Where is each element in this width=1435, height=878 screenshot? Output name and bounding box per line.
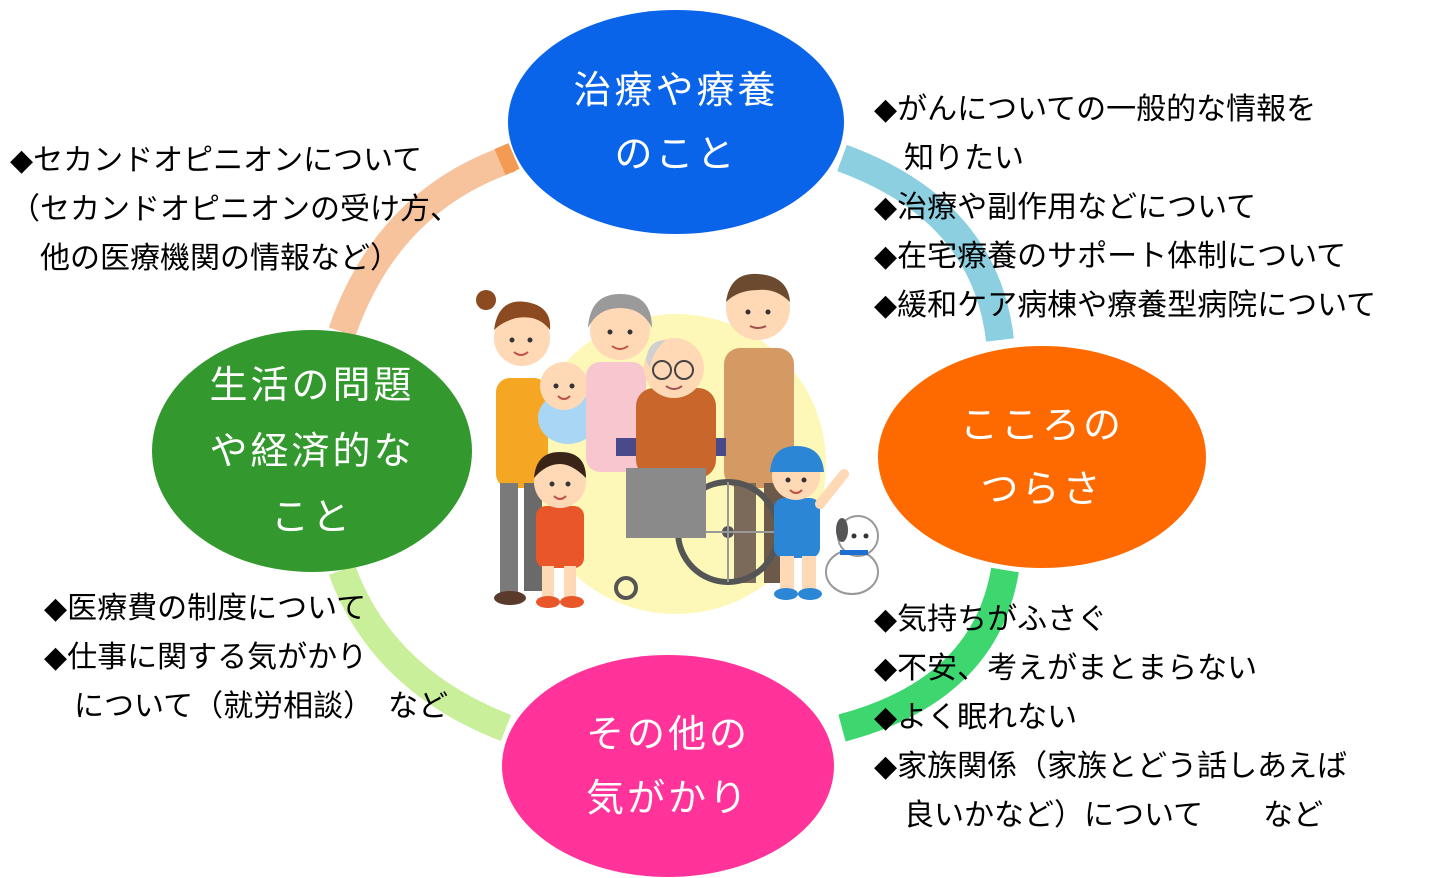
arc-bottom-left xyxy=(328,565,512,742)
note-line: ◆家族関係（家族とどう話しあえば xyxy=(874,749,1348,784)
note-line: 他の医療機関の情報など） xyxy=(10,241,400,276)
node-treatment-line-1: 治療や療養 xyxy=(573,68,779,112)
note-line: ◆不安、考えがまとまらない xyxy=(874,651,1258,686)
note-line: ◆気持ちがふさぐ xyxy=(874,602,1108,637)
note-line: ◆緩和ケア病棟や療養型病院について xyxy=(874,288,1377,323)
node-other: その他の 気がかり xyxy=(502,655,834,877)
dog-figure xyxy=(825,515,879,595)
note-line: ◆セカンドオピニオンについて xyxy=(10,143,423,178)
notes-life: ◆医療費の制度について ◆仕事に関する気がかり について（就労相談） など xyxy=(44,584,448,731)
family-with-wheelchair-illustration xyxy=(476,273,879,614)
note-line: ◆治療や副作用などについて xyxy=(874,190,1257,225)
note-line: 良いかなど）について など xyxy=(874,798,1324,833)
notes-second-opinion: ◆セカンドオピニオンについて （セカンドオピニオンの受け方、 他の医療機関の情報… xyxy=(10,136,460,283)
node-treatment-line-2: のこと xyxy=(614,132,738,176)
arc-top-right xyxy=(837,144,1014,342)
node-mind-line-1: こころの xyxy=(959,403,1124,447)
node-mind: こころの つらさ xyxy=(878,346,1206,568)
boy-figure xyxy=(770,446,849,600)
girl-figure xyxy=(534,452,586,608)
baby-figure xyxy=(538,362,598,444)
note-line: （セカンドオピニオンの受け方、 xyxy=(10,192,460,227)
node-other-line-2: 気がかり xyxy=(585,776,750,820)
node-other-line-1: その他の xyxy=(585,712,750,756)
arc-left-top xyxy=(328,144,517,337)
arc-left-top-tip xyxy=(494,143,520,175)
note-line: 知りたい xyxy=(874,141,1024,176)
arc-right-bottom xyxy=(838,567,1019,742)
note-line: ◆よく眠れない xyxy=(874,700,1078,735)
node-life-line-2: や経済的な xyxy=(209,429,415,473)
node-mind-line-2: つらさ xyxy=(980,467,1104,511)
node-life: 生活の問題 や経済的な こと xyxy=(152,330,472,572)
notes-mind: ◆気持ちがふさぐ ◆不安、考えがまとまらない ◆よく眠れない ◆家族関係（家族と… xyxy=(874,595,1347,840)
note-line: ◆がんについての一般的な情報を xyxy=(874,92,1317,127)
node-treatment: 治療や療養 のこと xyxy=(508,10,844,234)
note-line: ◆在宅療養のサポート体制について xyxy=(874,239,1347,274)
notes-treatment: ◆がんについての一般的な情報を 知りたい ◆治療や副作用などについて ◆在宅療養… xyxy=(874,85,1376,330)
note-line: ◆医療費の制度について xyxy=(44,591,367,626)
father-figure xyxy=(724,273,794,583)
node-life-line-3: こと xyxy=(270,495,353,539)
note-line: について（就労相談） など xyxy=(44,689,449,724)
mother-figure xyxy=(476,290,551,605)
note-line: ◆仕事に関する気がかり xyxy=(44,640,368,675)
node-life-line-1: 生活の問題 xyxy=(209,363,415,407)
